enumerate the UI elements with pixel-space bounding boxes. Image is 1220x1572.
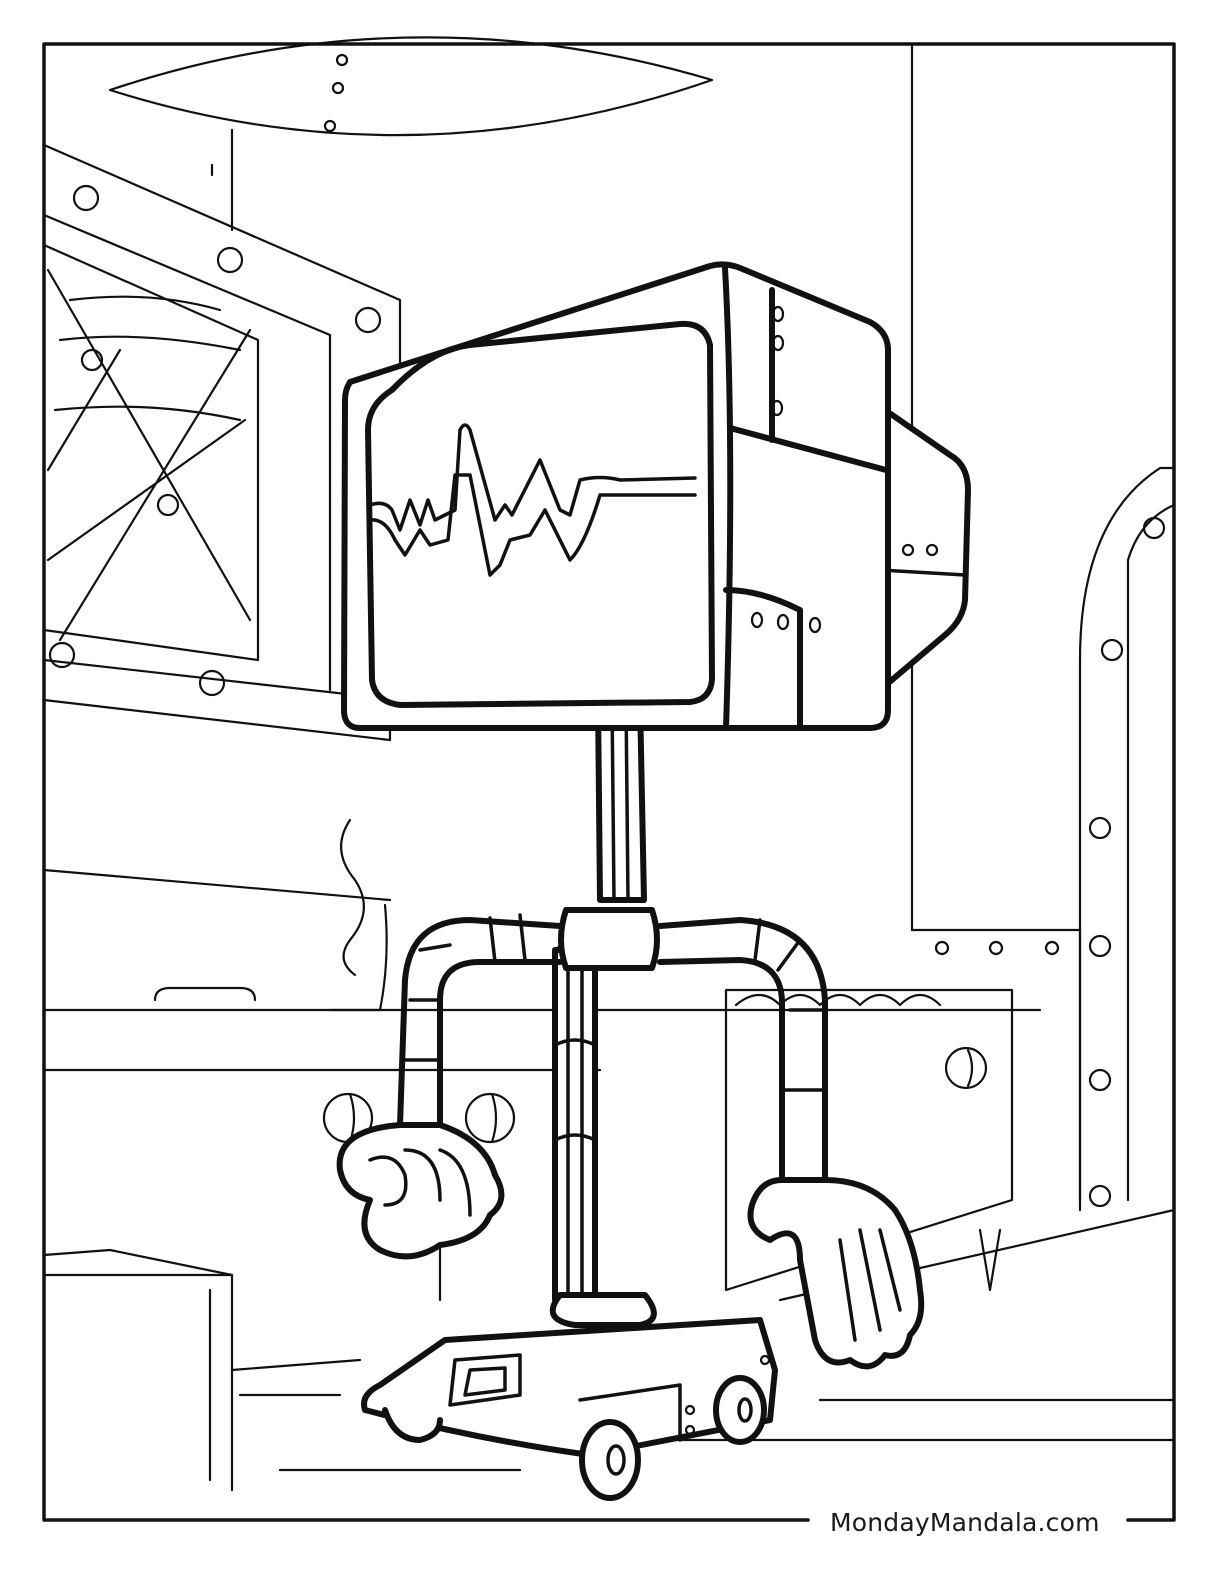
tv-back-casing	[877, 407, 971, 693]
robot-right-hand	[747, 1177, 925, 1370]
page-frame	[42, 42, 1176, 1522]
robot-base-cart	[361, 1292, 778, 1501]
door	[1078, 466, 1176, 1208]
shoulder-joint	[558, 907, 660, 971]
tv-screen	[365, 320, 715, 708]
screen-waveform	[368, 423, 697, 532]
robot-tv-head	[341, 261, 971, 731]
left-box	[42, 1248, 234, 1492]
robot-arms	[397, 913, 828, 1183]
watermark: MondayMandala.com	[824, 1508, 1106, 1537]
robot-left-hand	[336, 1122, 505, 1260]
robot-neck	[552, 697, 647, 1303]
ceiling-lamp	[108, 36, 714, 137]
floor-lines	[230, 1208, 1176, 1472]
